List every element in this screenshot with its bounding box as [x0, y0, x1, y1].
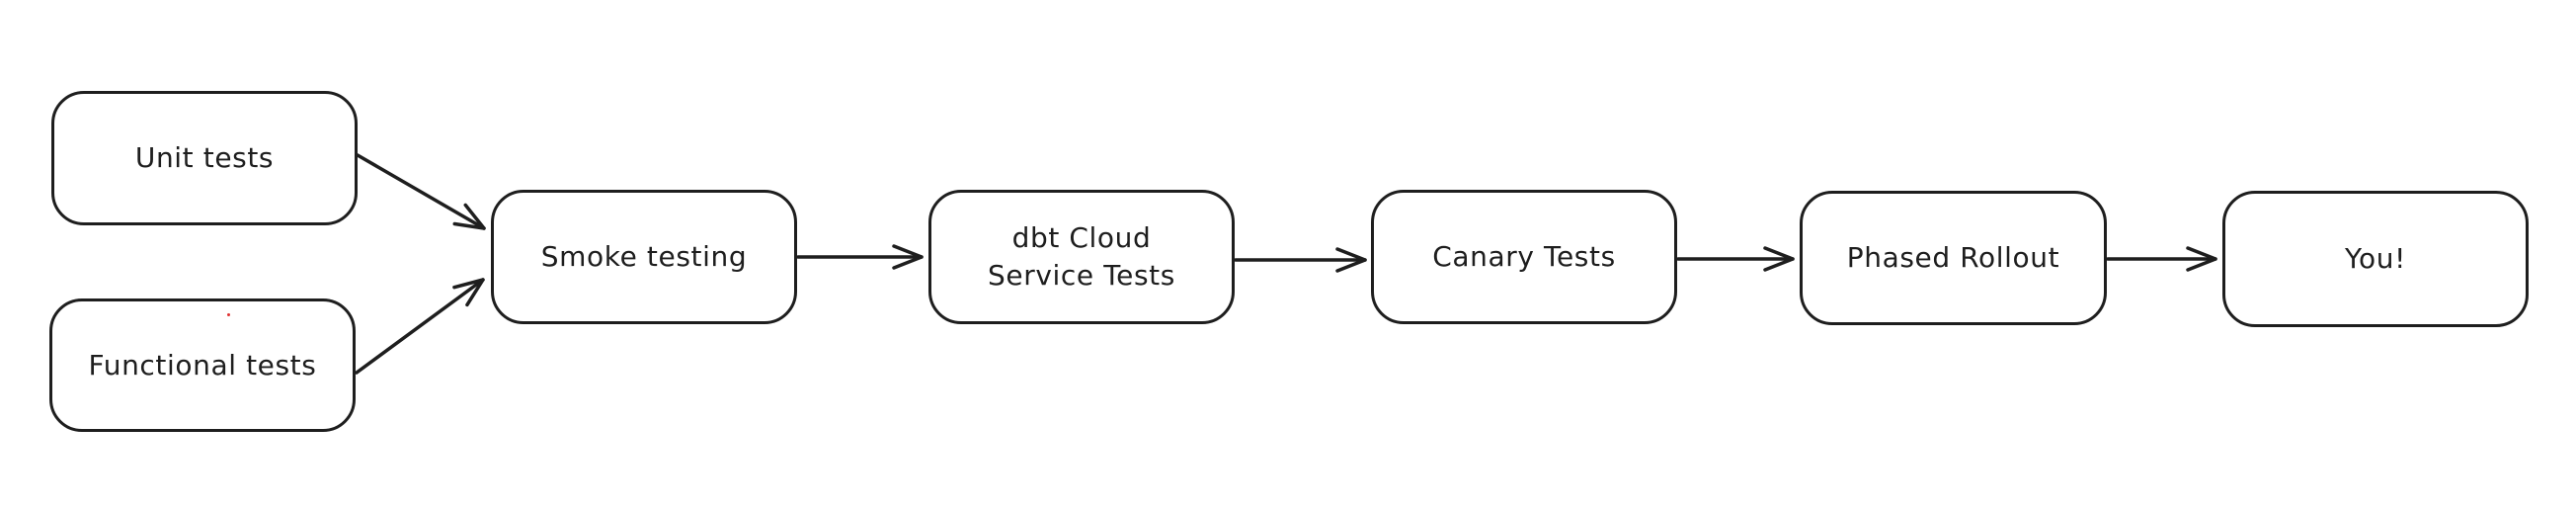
node-smoke-testing-label: Smoke testing — [540, 240, 748, 273]
node-phased-rollout-label: Phased Rollout — [1846, 241, 2060, 274]
node-unit-tests: Unit tests — [51, 91, 358, 225]
node-phased-rollout: Phased Rollout — [1800, 191, 2107, 325]
node-canary-tests: Canary Tests — [1371, 190, 1677, 324]
node-you: You! — [2222, 191, 2529, 327]
edge-functional-tests-to-smoke-testing — [355, 278, 485, 375]
node-dbt-cloud-service-tests-label: dbt Cloud Service Tests — [988, 221, 1175, 292]
node-you-label: You! — [2345, 242, 2406, 275]
node-functional-tests: Functional tests — [49, 298, 356, 432]
node-unit-tests-label: Unit tests — [134, 141, 275, 174]
red-dot-artifact — [227, 313, 230, 316]
edge-unit-tests-to-smoke-testing — [356, 153, 486, 230]
node-smoke-testing: Smoke testing — [491, 190, 797, 324]
node-canary-tests-label: Canary Tests — [1432, 240, 1616, 273]
node-dbt-cloud-service-tests: dbt Cloud Service Tests — [928, 190, 1235, 324]
node-functional-tests-label: Functional tests — [88, 348, 317, 382]
